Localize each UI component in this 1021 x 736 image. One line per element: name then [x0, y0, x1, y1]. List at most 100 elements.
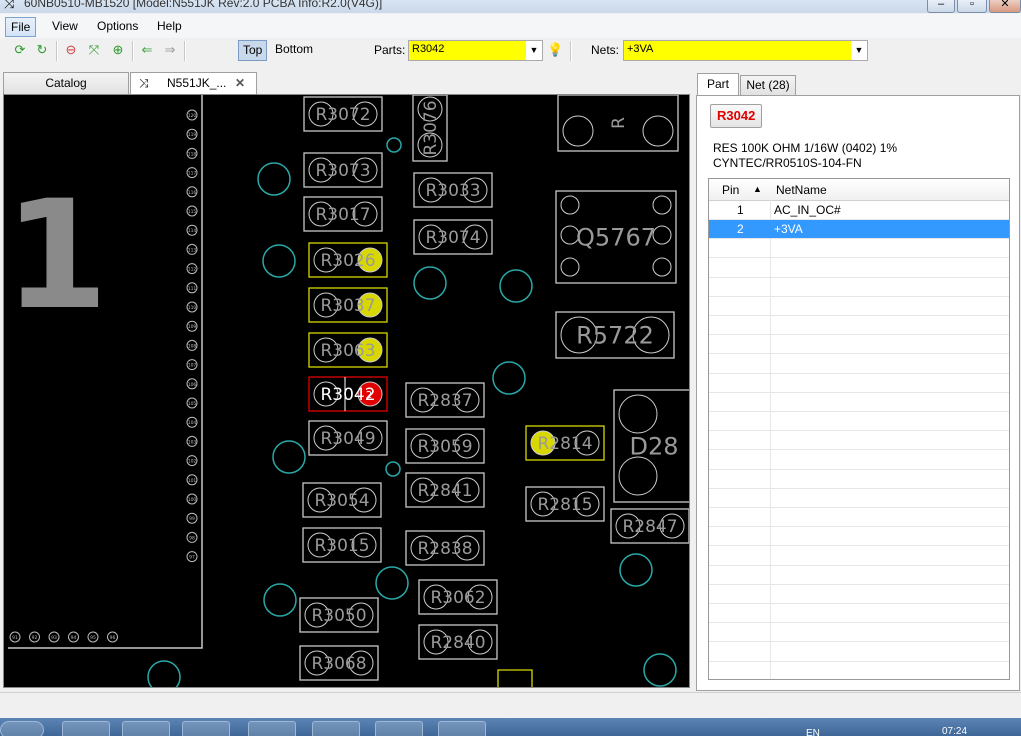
tab-board[interactable]: ⤨ N551JK_... ✕	[130, 72, 257, 94]
menu-file[interactable]: File	[5, 17, 37, 37]
connector-pin	[186, 512, 198, 524]
board-canvas[interactable]: 1120119118117116115114113112111110109108…	[4, 95, 689, 687]
part-pad	[615, 513, 641, 539]
taskbar-firefox[interactable]	[248, 721, 296, 736]
connector-pin-label: 96	[110, 635, 116, 641]
table-row	[709, 643, 1009, 662]
part-pad	[304, 650, 330, 676]
part-pad	[357, 247, 383, 273]
start-button[interactable]	[0, 721, 44, 736]
via	[619, 553, 653, 587]
connector-pin-label: 110	[188, 305, 197, 311]
menu-bar: File View Options Help	[0, 14, 1021, 38]
cell-netname: AC_IN_OC#	[774, 203, 841, 217]
connector-pin-label: 98	[189, 535, 195, 541]
part-pad	[410, 535, 436, 561]
part-label: R3033	[425, 181, 480, 201]
connector-pin	[186, 167, 198, 179]
via	[413, 266, 447, 300]
part-pad	[530, 430, 556, 456]
connector-pin-label: 107	[188, 363, 197, 369]
chevron-down-icon[interactable]: ▼	[851, 41, 867, 60]
menu-help[interactable]: Help	[157, 19, 182, 33]
via	[492, 361, 526, 395]
connector-pin-label: 99	[189, 516, 195, 522]
cell-pin: 2	[737, 222, 744, 237]
parts-combo[interactable]: R3042 ▼	[408, 40, 543, 61]
part-pad	[454, 433, 480, 459]
connector-pin-label: 111	[188, 286, 197, 292]
connector-pin-label: 114	[188, 228, 197, 234]
zoom-out-icon[interactable]: ⊖	[65, 42, 77, 57]
via	[385, 461, 401, 477]
part-pad	[357, 381, 383, 407]
part-outline	[308, 242, 388, 278]
table-row	[709, 393, 1009, 412]
chevron-down-icon[interactable]: ▼	[526, 41, 542, 60]
reload-icon[interactable]: ⟳	[14, 42, 26, 57]
taskbar: EN 07:24	[0, 718, 1021, 736]
bottom-side-toggle[interactable]: Bottom	[275, 42, 314, 56]
forward-arrow-icon[interactable]: ⇒	[164, 42, 176, 57]
lightbulb-icon[interactable]: 💡	[547, 42, 564, 57]
menu-view[interactable]: View	[52, 19, 78, 33]
part-label: R	[609, 117, 629, 129]
part-label: R3054	[314, 491, 369, 511]
part-label: R3015	[314, 536, 369, 556]
cell-netname: +3VA	[774, 222, 803, 237]
close-window-button[interactable]: ✕	[989, 0, 1021, 13]
part-label: R2838	[417, 539, 472, 559]
connector-pin	[186, 455, 198, 467]
taskbar-explorer[interactable]	[122, 721, 170, 736]
part-label: R2814	[537, 434, 592, 454]
part-pad	[560, 316, 598, 354]
language-indicator[interactable]: EN	[806, 728, 820, 736]
connector-pin	[9, 631, 21, 643]
taskbar-ie[interactable]	[62, 721, 110, 736]
connector-pin	[186, 359, 198, 371]
part-pad	[307, 532, 333, 558]
taskbar-app[interactable]	[182, 721, 230, 736]
clock[interactable]: 07:24	[942, 726, 968, 736]
zoom-in-icon[interactable]: ⊕	[112, 42, 124, 57]
part-pad	[560, 225, 580, 245]
close-icon[interactable]: ✕	[235, 76, 246, 90]
tab-catalog[interactable]: Catalog	[3, 72, 129, 94]
part-pad	[659, 513, 685, 539]
part-label: R3042	[320, 385, 375, 405]
part-outline	[308, 332, 388, 368]
nets-combo[interactable]: +3VA ▼	[623, 40, 868, 61]
via	[257, 162, 291, 196]
back-arrow-icon[interactable]: ⇐	[141, 42, 153, 57]
part-pad	[313, 425, 339, 451]
taskbar-chrome[interactable]	[312, 721, 360, 736]
menu-options[interactable]: Options	[97, 19, 139, 33]
table-row	[709, 355, 1009, 374]
taskbar-boardviewer[interactable]	[438, 721, 486, 736]
part-pad	[357, 337, 383, 363]
minimize-button[interactable]: –	[927, 0, 955, 13]
part-pad	[467, 629, 493, 655]
tab-part[interactable]: Part	[697, 73, 739, 96]
part-outline	[525, 486, 605, 522]
part-outline	[299, 597, 379, 633]
maximize-button[interactable]: ▫	[957, 0, 987, 13]
taskbar-app2[interactable]	[375, 721, 423, 736]
part-pad	[574, 491, 600, 517]
column-pin[interactable]: Pin	[722, 183, 740, 197]
part-outline	[413, 172, 493, 208]
zoom-fit-icon[interactable]: ⤧	[88, 42, 100, 57]
connector-pin-label: 101	[188, 478, 197, 484]
top-side-toggle[interactable]: Top	[238, 40, 268, 61]
tab-net[interactable]: Net (28)	[740, 75, 796, 95]
part-outline	[557, 95, 679, 152]
connector-pin-label: 118	[188, 151, 197, 157]
table-row[interactable]: 2 +3VA	[709, 220, 1009, 240]
part-label: R3063	[320, 341, 375, 361]
column-netname[interactable]: NetName	[776, 183, 827, 197]
refresh-icon[interactable]: ↻	[36, 42, 48, 57]
connector-pin-label: 95	[90, 635, 96, 641]
